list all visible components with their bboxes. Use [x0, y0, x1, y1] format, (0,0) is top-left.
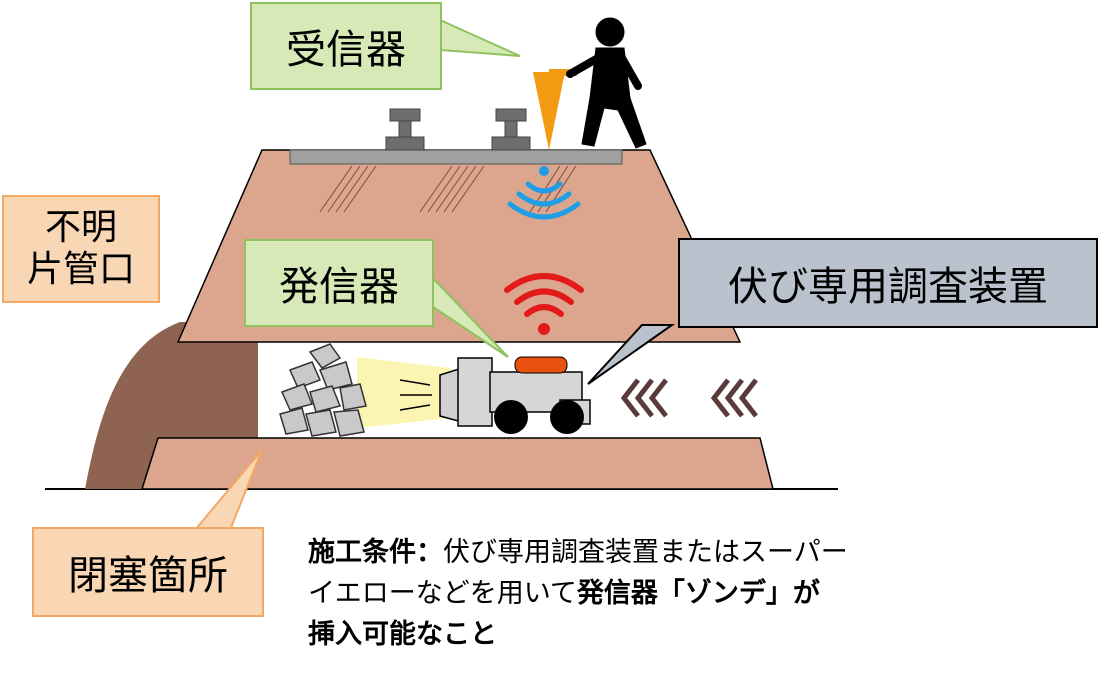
condition-line1: 施工条件：伏び専用調査装置またはスーパー [308, 532, 1008, 573]
transmit-signal-icon [504, 273, 584, 335]
rail-left [385, 108, 425, 151]
debris-blockage [279, 343, 367, 437]
rail-right [491, 108, 531, 151]
light-rays [399, 379, 432, 411]
direction-chevrons [620, 378, 758, 418]
survey-device [439, 356, 591, 434]
condition-text3: 挿入可能なこと [308, 619, 497, 650]
person-icon [566, 17, 647, 149]
condition-highlight: 発信器「ゾンデ」が [576, 578, 820, 609]
condition-text2: イエローなどを用いて [308, 578, 577, 609]
blockage-label: 閉塞箇所 [32, 527, 264, 617]
unknown-pipe-line1: 不明 [44, 207, 117, 248]
device-label: 伏び専用調査装置 [678, 238, 1098, 328]
unknown-pipe-line2: 片管口 [26, 249, 135, 290]
transmitter-label: 発信器 [244, 239, 434, 327]
received-signal-icon [507, 166, 581, 220]
receiver-label: 受信器 [250, 2, 442, 90]
device-wheel-front [494, 400, 528, 434]
ballast-hatching [319, 165, 577, 213]
light-beam [357, 357, 450, 428]
track-slab [289, 149, 623, 165]
receiver-handle [549, 69, 577, 76]
lower-embankment [140, 437, 774, 490]
device-wheel-rear [550, 400, 584, 434]
condition-heading: 施工条件： [308, 537, 443, 568]
receiver-callout-pointer [439, 18, 521, 57]
unknown-pipe-label: 不明 片管口 [2, 195, 160, 303]
construction-condition: 施工条件：伏び専用調査装置またはスーパー イエローなどを用いて発信器「ゾンデ」が… [308, 532, 1008, 655]
condition-line3: 挿入可能なこと [308, 614, 1008, 655]
device-front [457, 357, 493, 427]
receiver-probe [533, 72, 565, 150]
condition-line2: イエローなどを用いて発信器「ゾンデ」が [308, 573, 1008, 614]
sonde [514, 356, 568, 374]
condition-text1: 伏び専用調査装置またはスーパー [443, 537, 848, 568]
device-callout-pointer [587, 324, 676, 385]
